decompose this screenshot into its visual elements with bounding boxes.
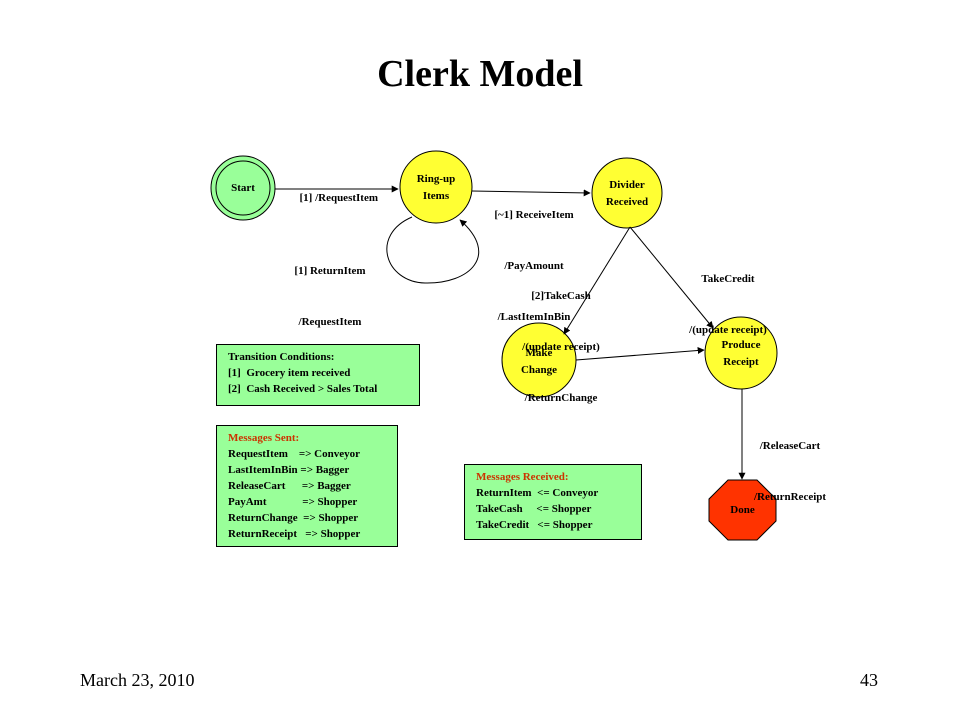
edge-ringup-loop [386, 216, 480, 284]
message-sent-row: ReturnReceipt => Shopper [228, 528, 361, 540]
message-sent-row: RequestItem => Conveyor [228, 448, 360, 460]
label-start-ringup: [1] /RequestItem [294, 173, 378, 207]
label-ringup-loop: [1] ReturnItem /RequestItem [294, 229, 365, 348]
done-label: Done [709, 500, 776, 520]
divider-label: Divider Received [592, 176, 662, 212]
label-divider-makechange-1: [2]TakeCash [531, 290, 591, 302]
messages-received-box: Messages Received: ReturnItem <= Conveyo… [464, 464, 642, 540]
produce-receipt-line-1: Produce [721, 339, 761, 351]
produce-receipt-label: Produce Receipt [705, 336, 777, 372]
label-ringup-divider-2: /PayAmount [504, 260, 564, 272]
start-state-inner [215, 160, 271, 216]
done-state [708, 479, 777, 541]
produce-receipt-state [704, 316, 778, 390]
label-divider-makechange-3: /ReturnChange [524, 392, 598, 404]
message-sent-row: LastItemInBin => Bagger [228, 464, 350, 476]
edge-divider-receipt [629, 226, 714, 329]
make-change-label: Make Change [502, 344, 576, 380]
ring-up-line-1: Ring-up [416, 173, 456, 185]
edge-divider-makechange [563, 226, 631, 335]
make-change-line-2: Change [520, 364, 558, 376]
transition-conditions-box: Transition Conditions: [1] Grocery item … [216, 344, 420, 406]
label-ringup-divider-1: [~1] ReceiveItem [494, 209, 574, 221]
label-receipt-done-2: /ReturnReceipt [753, 491, 827, 503]
message-sent-row: PayAmt => Shopper [228, 496, 358, 508]
label-ringup-loop-2: /RequestItem [298, 316, 362, 328]
make-change-line-1: Make [525, 347, 553, 359]
label-ringup-divider-3: /LastItemInBin [497, 311, 571, 323]
label-start-ringup-text: [1] /RequestItem [299, 192, 379, 204]
condition-row: [2] Cash Received > Sales Total [228, 383, 378, 395]
label-ringup-loop-1: [1] ReturnItem [294, 265, 366, 277]
ring-up-state [399, 150, 473, 224]
divider-line-2: Received [605, 196, 649, 208]
ring-up-line-2: Items [422, 190, 450, 202]
footer-date: March 23, 2010 [80, 670, 195, 690]
messages-received-heading: Messages Received: [476, 471, 569, 483]
divider-state [591, 157, 663, 229]
done-text: Done [730, 503, 755, 516]
message-received-row: TakeCash <= Shopper [476, 503, 592, 515]
label-divider-receipt: TakeCredit /(update receipt) [689, 237, 767, 356]
ring-up-label: Ring-up Items [400, 170, 472, 206]
label-divider-receipt-1: TakeCredit [701, 273, 755, 285]
message-sent-row: ReturnChange => Shopper [228, 512, 359, 524]
message-sent-row: ReleaseCart => Bagger [228, 480, 351, 492]
footer-page-number: 43 [860, 670, 878, 690]
produce-receipt-line-2: Receipt [723, 356, 759, 368]
start-text: Start [231, 181, 255, 194]
label-divider-receipt-2: /(update receipt) [689, 324, 767, 336]
messages-sent-box: Messages Sent: RequestItem => Conveyor L… [216, 425, 398, 547]
start-label: Start [213, 178, 273, 198]
edge-makechange-receipt [575, 347, 705, 361]
message-received-row: TakeCredit <= Shopper [476, 519, 593, 531]
conditions-heading: Transition Conditions: [228, 351, 335, 363]
slide-title: Clerk Model [377, 53, 583, 95]
edge-ringup-divider [471, 189, 591, 197]
label-divider-makechange: [2]TakeCash /(update receipt) /ReturnCha… [522, 254, 600, 424]
label-divider-makechange-2: /(update receipt) [522, 341, 600, 353]
messages-sent-heading: Messages Sent: [228, 432, 300, 444]
label-ringup-divider: [~1] ReceiveItem /PayAmount /LastItemInB… [494, 173, 573, 343]
label-receipt-done-1: /ReleaseCart [759, 440, 821, 452]
condition-row: [1] Grocery item received [228, 367, 351, 379]
message-received-row: ReturnItem <= Conveyor [476, 487, 599, 499]
label-receipt-done: /ReleaseCart /ReturnReceipt [754, 404, 826, 523]
divider-line-1: Divider [609, 179, 645, 191]
